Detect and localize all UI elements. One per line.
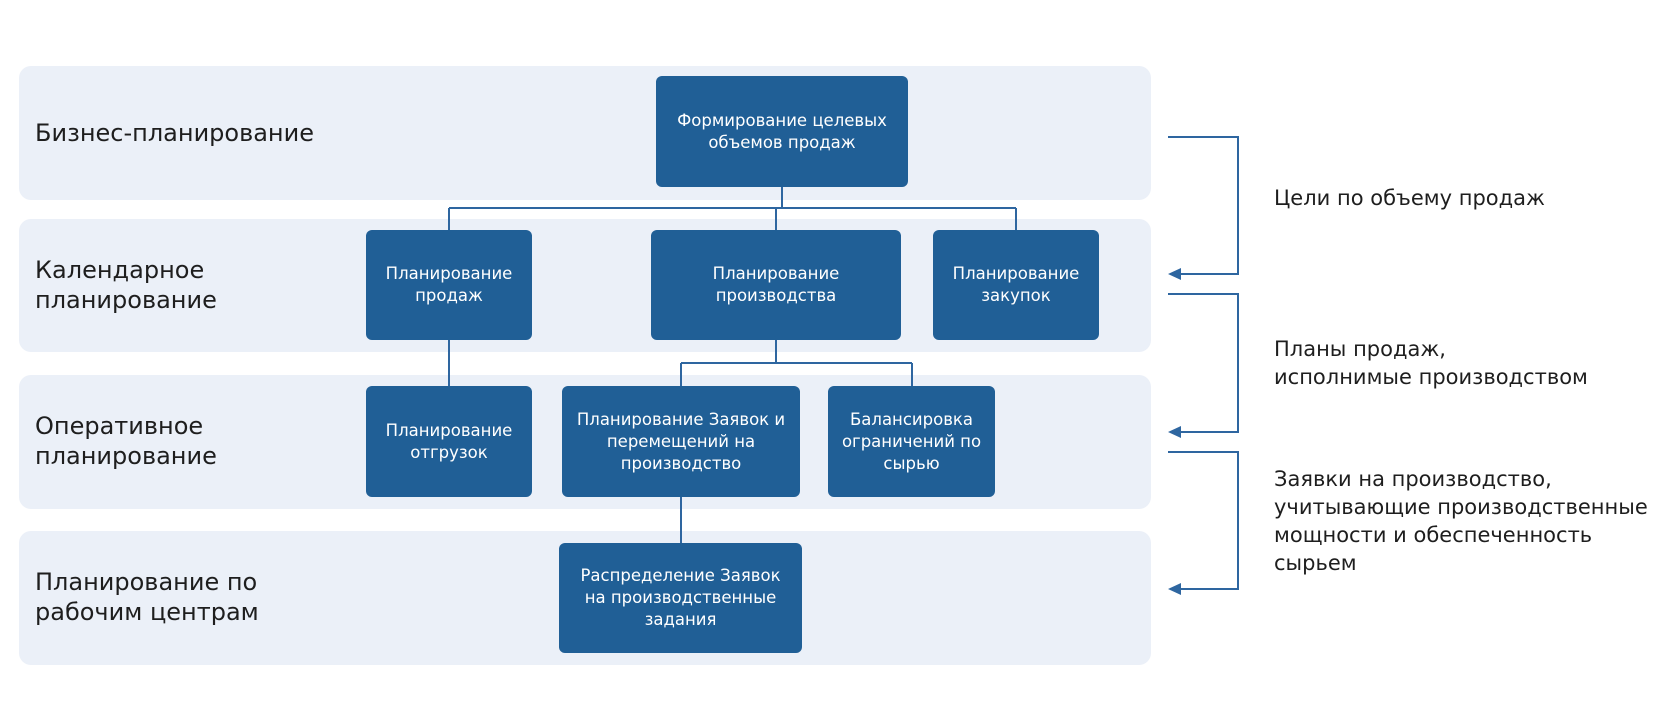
level-label-work-centers: Планирование по рабочим центрам [35,568,259,626]
level-band-business [19,66,1151,200]
box-orders-transfers-planning: Планирование Заявок и перемещений на про… [562,386,800,497]
box-target-sales-volumes: Формирование целевых объемов продаж [656,76,908,187]
level-label-calendar: Календарное планирование [35,256,217,314]
box-shipment-planning: Планирование отгрузок [366,386,532,497]
arrowhead-sales-plans [1168,426,1181,438]
box-production-planning: Планирование производства [651,230,901,340]
arrowhead-production-orders [1168,583,1181,595]
bracket-sales-plans [1168,293,1239,433]
bracket-sales-targets [1168,136,1239,275]
level-label-operational: Оперативное планирование [35,412,217,470]
note-feasible-sales-plans: Планы продаж, исполнимые производством [1274,337,1588,389]
box-sales-planning: Планирование продаж [366,230,532,340]
note-production-orders: Заявки на производство, учитывающие прои… [1274,467,1648,575]
arrowhead-sales-targets [1168,268,1181,280]
note-sales-targets: Цели по объему продаж [1274,186,1545,210]
box-purchase-planning: Планирование закупок [933,230,1099,340]
bracket-production-orders [1168,451,1239,590]
level-label-business: Бизнес-планирование [35,119,314,147]
box-raw-constraints-balancing: Балансировка ограничений по сырью [828,386,995,497]
box-orders-distribution: Распределение Заявок на производственные… [559,543,802,653]
